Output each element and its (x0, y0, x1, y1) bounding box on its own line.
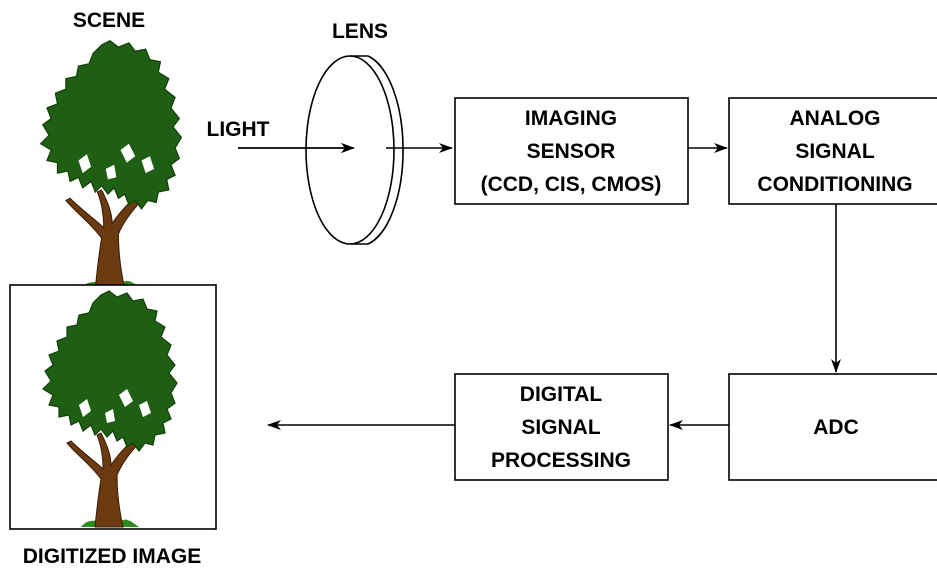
analog-signal-conditioning-block: ANALOG SIGNAL CONDITIONING (728, 97, 937, 205)
lens-icon (238, 55, 404, 245)
svg-text:ADC: ADC (813, 416, 859, 439)
svg-text:PROCESSING: PROCESSING (491, 449, 631, 472)
svg-text:SIGNAL: SIGNAL (795, 140, 875, 163)
digitized-image-label: DIGITIZED IMAGE (23, 545, 202, 568)
digitized-image-frame (9, 284, 217, 530)
svg-text:SIGNAL: SIGNAL (521, 416, 601, 439)
light-label: LIGHT (207, 118, 270, 141)
svg-text:CONDITIONING: CONDITIONING (757, 173, 912, 196)
svg-text:(CCD, CIS, CMOS): (CCD, CIS, CMOS) (481, 173, 662, 196)
imaging-sensor-block: IMAGING SENSOR (CCD, CIS, CMOS) (454, 97, 689, 205)
svg-text:ANALOG: ANALOG (790, 107, 881, 130)
lens-label: LENS (332, 20, 388, 43)
scene-tree-icon (40, 40, 183, 290)
svg-text:DIGITAL: DIGITAL (520, 383, 603, 406)
scene-label: SCENE (73, 9, 145, 32)
svg-text:SENSOR: SENSOR (527, 140, 616, 163)
svg-text:IMAGING: IMAGING (525, 107, 617, 130)
digital-signal-processing-block: DIGITAL SIGNAL PROCESSING (454, 373, 669, 481)
adc-block: ADC (728, 373, 937, 481)
